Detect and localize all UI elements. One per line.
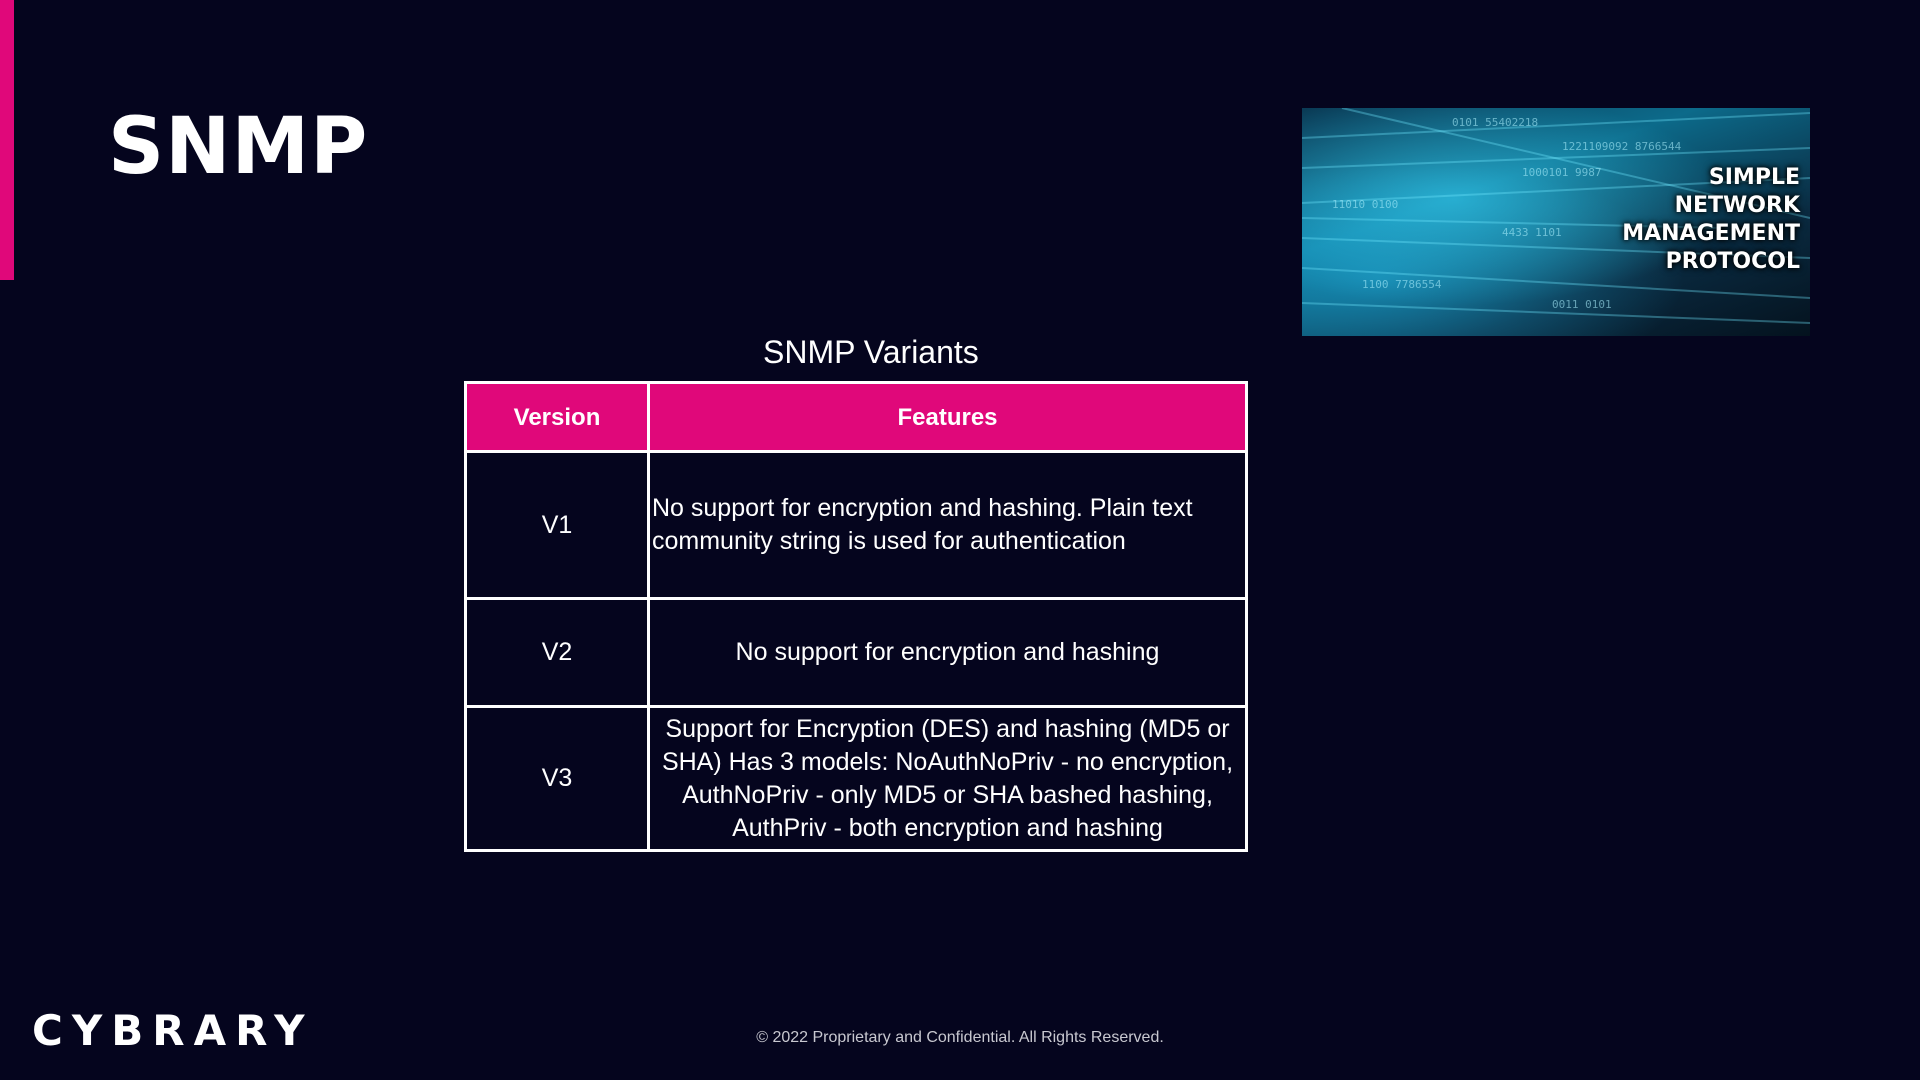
accent-bar [0, 0, 14, 280]
banner-line: PROTOCOL [1665, 249, 1800, 274]
features-cell: No support for encryption and hashing. P… [647, 450, 1248, 600]
header-features: Features [647, 381, 1248, 453]
features-cell: Support for Encryption (DES) and hashing… [647, 705, 1248, 852]
features-cell: No support for encryption and hashing [647, 597, 1248, 708]
header-version: Version [464, 381, 650, 453]
table-row: V2 No support for encryption and hashing [464, 597, 1248, 708]
table-caption-text: SNMP Variants [763, 334, 979, 370]
svg-text:0101 55402218: 0101 55402218 [1452, 116, 1538, 129]
version-cell: V1 [464, 450, 650, 600]
banner-line: SIMPLE [1708, 165, 1800, 190]
svg-text:1100 7786554: 1100 7786554 [1362, 278, 1442, 291]
svg-text:1221109092 8766544: 1221109092 8766544 [1562, 140, 1682, 153]
version-cell: V2 [464, 597, 650, 708]
table-row: V3 Support for Encryption (DES) and hash… [464, 705, 1248, 852]
svg-text:11010 0100: 11010 0100 [1332, 198, 1398, 211]
svg-text:4433 1101: 4433 1101 [1502, 226, 1562, 239]
svg-text:0011 0101: 0011 0101 [1552, 298, 1612, 311]
snmp-variants-table: Version Features V1 No support for encry… [464, 381, 1248, 852]
table-row: V1 No support for encryption and hashing… [464, 450, 1248, 600]
version-cell: V3 [464, 705, 650, 852]
banner-text: SIMPLE NETWORK MANAGEMENT PROTOCOL [1622, 164, 1800, 276]
table-header-row: Version Features [464, 381, 1248, 453]
slide-title: SNMP [108, 102, 369, 192]
cybrary-logo: CYBRARY [32, 1006, 314, 1055]
snmp-banner-image: 0101 55402218 1221109092 8766544 1000101… [1302, 108, 1810, 336]
data-streaks-graphic: 0101 55402218 1221109092 8766544 1000101… [1302, 108, 1810, 324]
svg-text:1000101 9987: 1000101 9987 [1522, 166, 1601, 179]
banner-line: MANAGEMENT [1622, 221, 1800, 246]
copyright-footer: © 2022 Proprietary and Confidential. All… [756, 1029, 1164, 1046]
banner-line: NETWORK [1674, 193, 1800, 218]
